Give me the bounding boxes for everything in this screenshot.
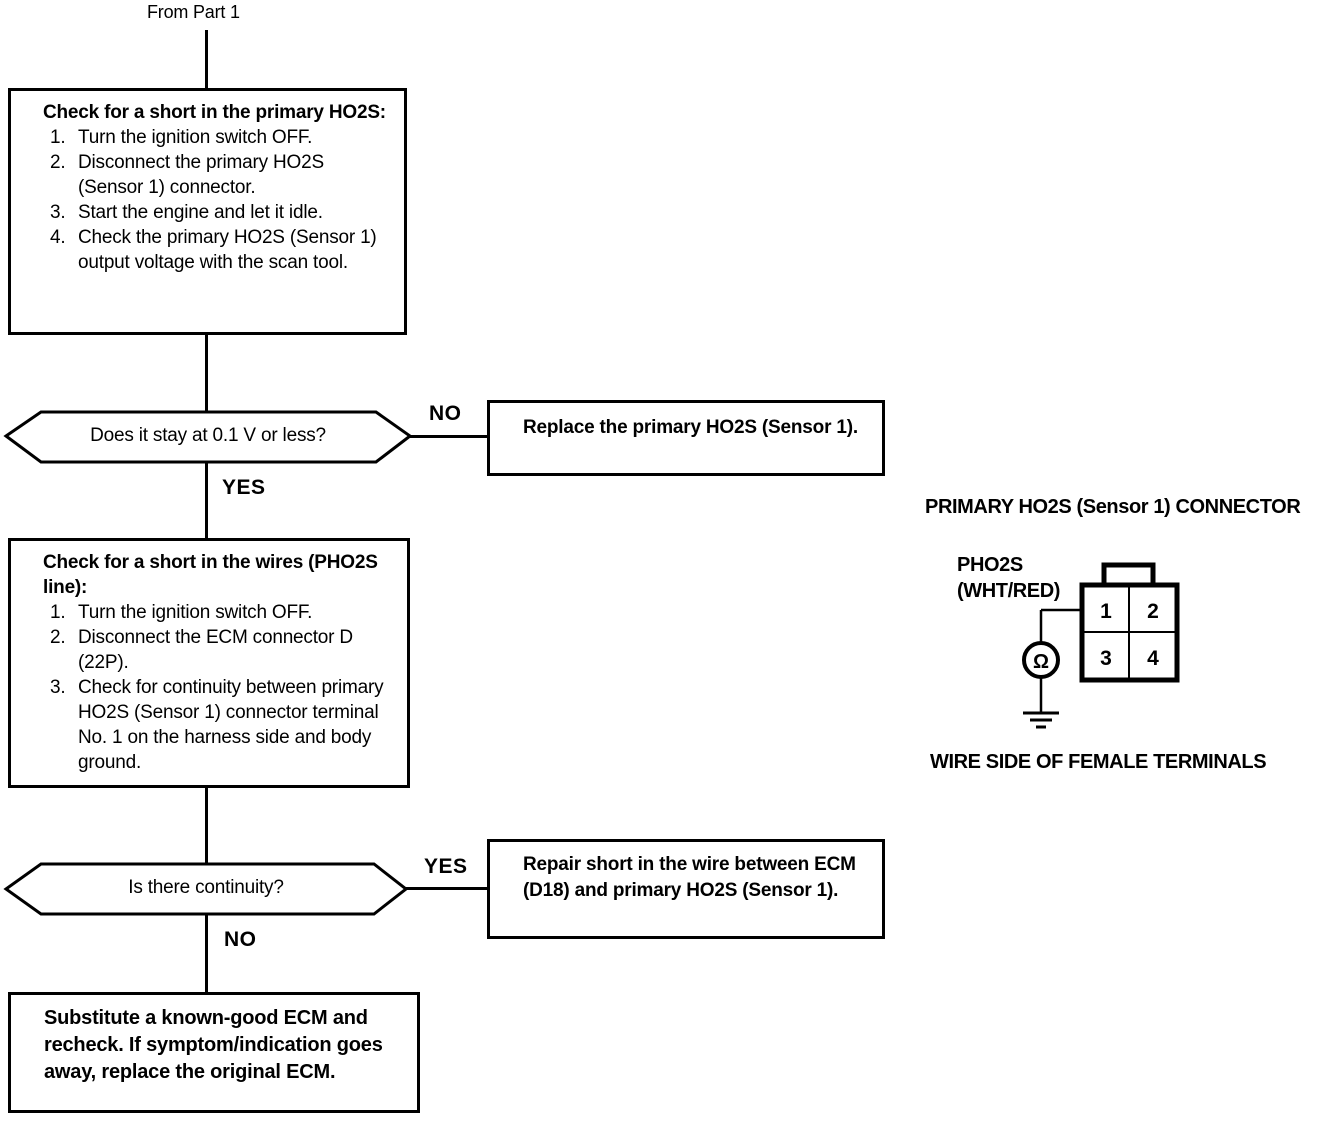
wire-side-caption: WIRE SIDE OF FEMALE TERMINALS [930,751,1267,773]
hexagon-outline [3,862,409,916]
step-text: Disconnect the primary HO2S (Sensor 1) c… [78,152,324,198]
step-number: 2. [50,152,66,173]
step-list: 1. Turn the ignition switch OFF. 2. Disc… [43,125,390,275]
connector-pinout-diagram: 1 2 3 4 Ω [1022,562,1180,729]
branch-label-no: NO [224,928,257,951]
step-number: 1. [50,602,66,623]
action-box-substitute-ecm: Substitute a known-good ECM and recheck.… [8,992,420,1113]
list-item: 1. Turn the ignition switch OFF. [43,600,393,625]
branch-label-yes: YES [424,855,468,878]
box-title: Check for a short in the wires (PHO2S li… [43,552,378,598]
process-box-check-primary-ho2s: Check for a short in the primary HO2S: 1… [8,88,407,335]
connector-line [205,912,208,993]
ohm-symbol: Ω [1033,651,1049,673]
list-item: 3. Check for continuity between primary … [43,675,393,775]
action-box-repair-wire: Repair short in the wire between ECM (D1… [487,839,885,939]
step-number: 4. [50,227,66,248]
step-number: 3. [50,677,66,698]
list-item: 4. Check the primary HO2S (Sensor 1) out… [43,225,390,275]
step-number: 3. [50,202,66,223]
wire-label-line1: PHO2S [957,554,1023,576]
step-text: Start the engine and let it idle. [78,202,323,223]
terminal-number-1: 1 [1100,600,1112,623]
step-text: Disconnect the ECM connector D (22P). [78,627,353,673]
decision-question-voltage: Does it stay at 0.1 V or less? [90,425,326,446]
terminal-number-4: 4 [1147,647,1159,670]
wire-color-label: PHO2S (WHT/RED) [957,552,1060,604]
list-item: 2. Disconnect the primary HO2S (Sensor 1… [43,150,390,200]
hexagon-outline [3,410,413,464]
box-title: Check for a short in the primary HO2S: [43,102,386,123]
step-text: Check for continuity between primary HO2… [78,677,384,773]
connector-line [205,786,208,866]
wire-label-line2: (WHT/RED) [957,580,1061,602]
action-box-replace-ho2s: Replace the primary HO2S (Sensor 1). [487,400,885,476]
branch-label-yes: YES [222,476,266,499]
list-item: 3. Start the engine and let it idle. [43,200,390,225]
step-number: 1. [50,127,66,148]
ground-icon [1023,711,1059,729]
connector-line [205,460,208,539]
decision-question-continuity: Is there continuity? [128,877,284,898]
process-box-check-wires: Check for a short in the wires (PHO2S li… [8,538,410,788]
connector-line [406,435,487,438]
step-text: Turn the ignition switch OFF. [78,602,313,623]
terminal-number-3: 3 [1100,647,1112,670]
connector-line [205,30,208,88]
decision-shape-continuity [3,862,409,916]
list-item: 1. Turn the ignition switch OFF. [43,125,390,150]
branch-label-no: NO [429,402,462,425]
connector-diagram-title: PRIMARY HO2S (Sensor 1) CONNECTOR [925,496,1301,518]
step-number: 2. [50,627,66,648]
connector-line [404,887,487,890]
from-part-label: From Part 1 [147,2,240,22]
connector-line [205,334,208,412]
step-text: Turn the ignition switch OFF. [78,127,313,148]
step-text: Check the primary HO2S (Sensor 1) output… [78,227,377,273]
terminal-number-2: 2 [1147,600,1159,623]
decision-shape-voltage [3,410,413,464]
list-item: 2. Disconnect the ECM connector D (22P). [43,625,393,675]
step-list: 1. Turn the ignition switch OFF. 2. Disc… [43,600,393,775]
